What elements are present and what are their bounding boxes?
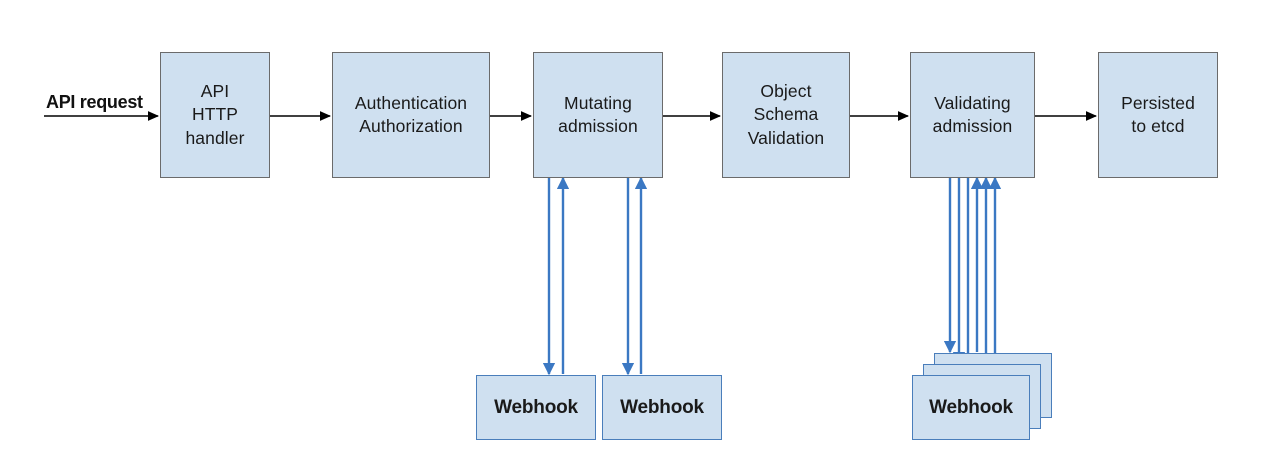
stage-authn-authz: Authentication Authorization — [332, 52, 490, 178]
stage-validating-admission: Validating admission — [910, 52, 1035, 178]
webhook-label: Webhook — [620, 396, 704, 418]
webhook-connectors — [542, 176, 1002, 376]
webhook-mutating-webhook-1: Webhook — [476, 375, 596, 440]
webhook-label: Webhook — [494, 396, 578, 418]
stage-label: Persisted to etcd — [1121, 92, 1195, 136]
stage-mutating-admission: Mutating admission — [533, 52, 663, 178]
stage-persisted-to-etcd: Persisted to etcd — [1098, 52, 1218, 178]
stage-label: Validating admission — [932, 92, 1013, 136]
webhook-validating-webhook-stack-front: Webhook — [912, 375, 1030, 440]
stage-api-http-handler: API HTTP handler — [160, 52, 270, 178]
stage-label: Object Schema Validation — [747, 81, 825, 148]
stage-object-schema: Object Schema Validation — [722, 52, 850, 178]
stage-label: API HTTP handler — [185, 81, 245, 148]
api-request-label: API request — [46, 92, 143, 112]
webhook-mutating-webhook-2: Webhook — [602, 375, 722, 440]
stage-label: Mutating admission — [558, 92, 638, 136]
webhook-label: Webhook — [929, 396, 1013, 418]
stage-label: Authentication Authorization — [354, 92, 468, 136]
